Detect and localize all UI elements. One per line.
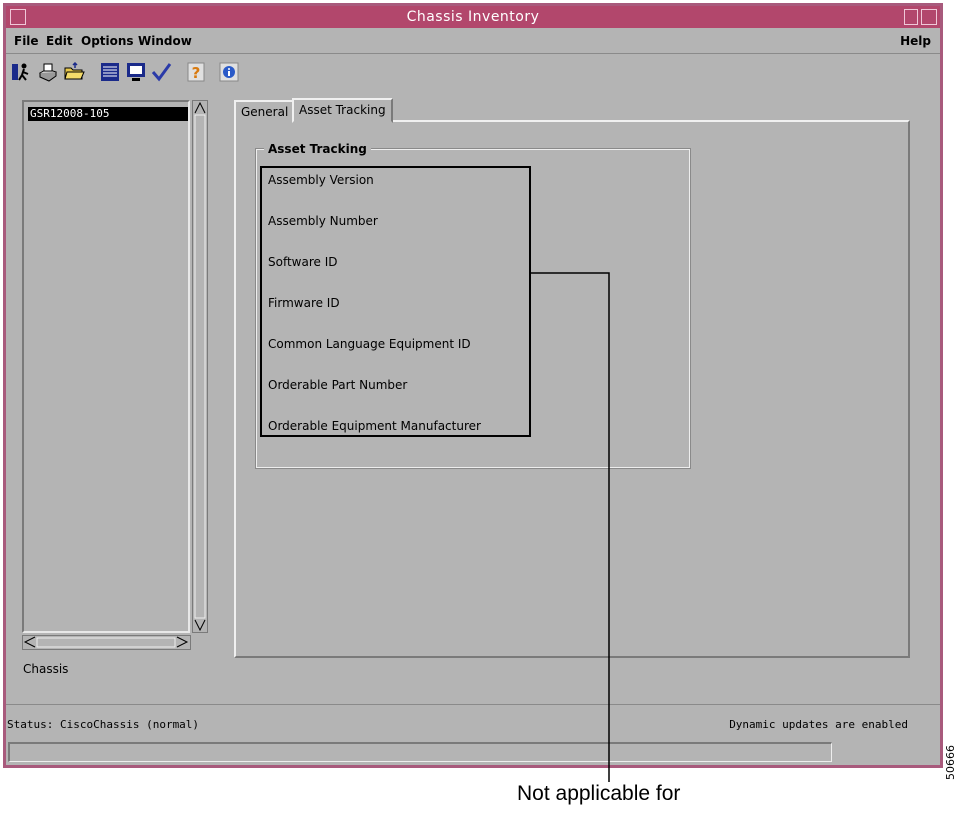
field-software-id: Software ID — [268, 255, 338, 269]
menu-bar: File Edit Options Window Help — [6, 28, 940, 54]
chassis-list-panel: GSR12008-105 — [22, 100, 211, 651]
chassis-inventory-window: Chassis Inventory File Edit Options Wind… — [3, 3, 943, 768]
field-firmware-id: Firmware ID — [268, 296, 340, 310]
field-clei: Common Language Equipment ID — [268, 337, 471, 351]
monitor-icon[interactable] — [124, 60, 148, 84]
toolbar: ? — [6, 55, 940, 91]
scroll-arrows-icon — [194, 101, 206, 632]
svg-text:?: ? — [192, 64, 201, 82]
scroll-arrows-h-icon — [23, 636, 189, 648]
minimize-button[interactable] — [904, 9, 918, 25]
list-item-selected[interactable]: GSR12008-105 — [28, 107, 188, 121]
menu-window[interactable]: Window — [138, 34, 192, 48]
figure-code: 50666 — [944, 745, 957, 780]
status-bar: Status: CiscoChassis (normal) Dynamic up… — [6, 704, 940, 768]
group-title: Asset Tracking — [264, 142, 371, 156]
maximize-button[interactable] — [921, 9, 937, 25]
field-assembly-version: Assembly Version — [268, 173, 374, 187]
field-orderable-part-number: Orderable Part Number — [268, 378, 408, 392]
window-menu-button[interactable] — [10, 9, 26, 25]
menu-file[interactable]: File — [14, 34, 39, 48]
menu-edit[interactable]: Edit — [46, 34, 73, 48]
info-icon[interactable] — [217, 60, 241, 84]
callout-label: Not applicable for — [517, 782, 681, 805]
field-assembly-number: Assembly Number — [268, 214, 378, 228]
horizontal-scrollbar[interactable] — [22, 635, 191, 650]
dynamic-updates-text: Dynamic updates are enabled — [729, 718, 908, 731]
progress-bar — [8, 742, 832, 762]
chassis-list[interactable]: GSR12008-105 — [22, 100, 190, 633]
vertical-scrollbar[interactable] — [192, 100, 208, 633]
asset-tracking-group — [255, 148, 691, 469]
list-icon[interactable] — [98, 60, 122, 84]
menu-help[interactable]: Help — [900, 34, 931, 48]
printer-icon[interactable] — [36, 60, 60, 84]
list-caption: Chassis — [23, 662, 69, 676]
menu-options[interactable]: Options — [81, 34, 134, 48]
field-orderable-equipment-manufacturer: Orderable Equipment Manufacturer — [268, 419, 481, 433]
window-title: Chassis Inventory — [406, 9, 540, 25]
tab-general[interactable]: General — [234, 100, 296, 122]
tab-asset-tracking[interactable]: Asset Tracking — [292, 98, 393, 123]
title-bar[interactable]: Chassis Inventory — [6, 6, 940, 28]
checkmark-icon[interactable] — [149, 60, 173, 84]
open-folder-icon[interactable] — [62, 60, 86, 84]
exit-icon[interactable] — [10, 60, 34, 84]
status-text: Status: CiscoChassis (normal) — [7, 718, 200, 731]
help-icon[interactable]: ? — [184, 60, 208, 84]
